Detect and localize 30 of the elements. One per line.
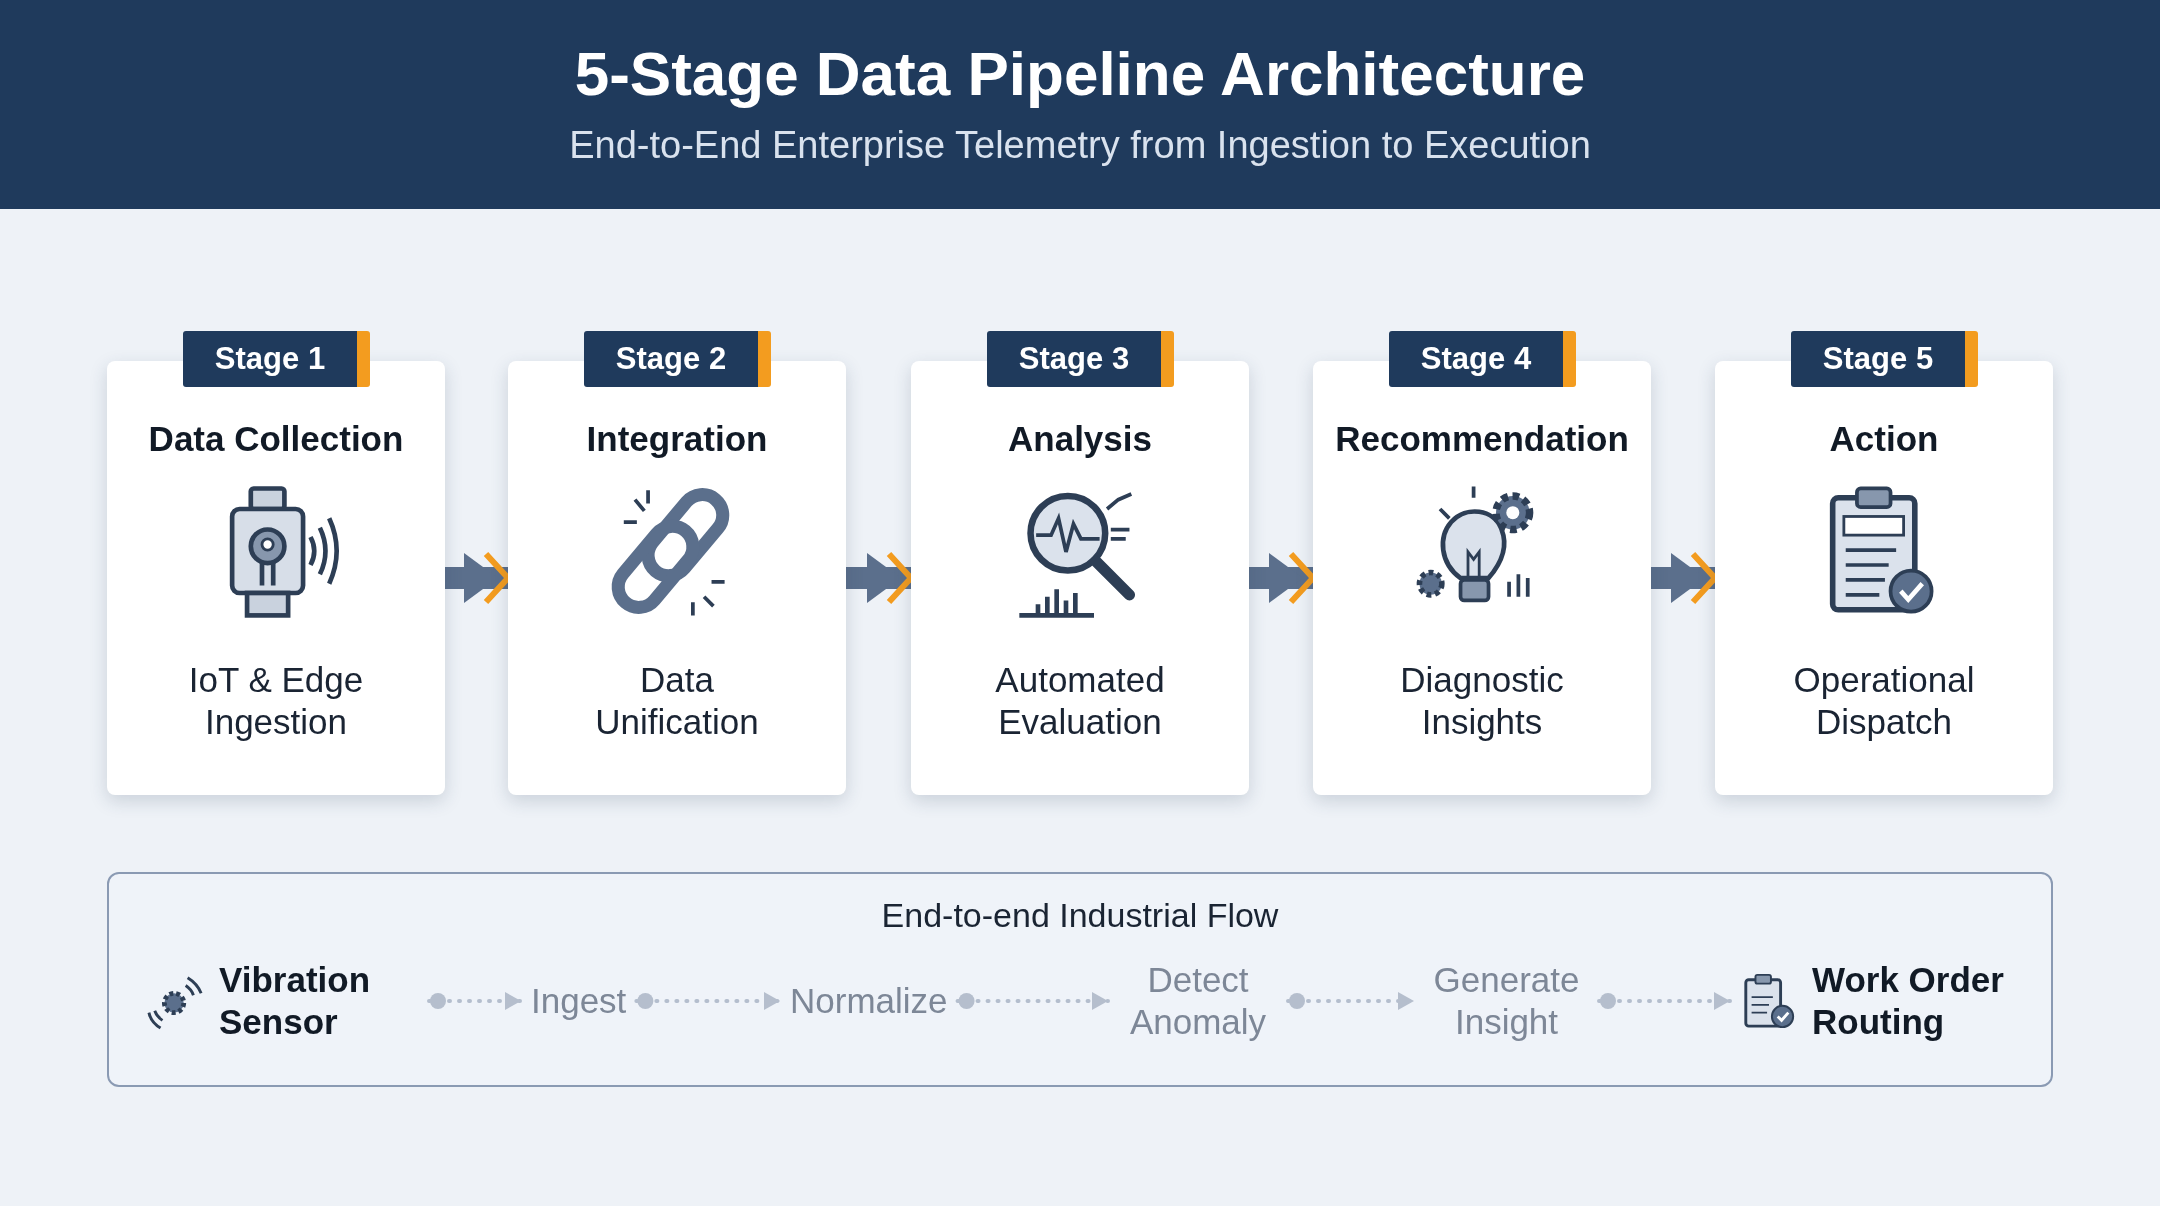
arrow [634,992,782,1010]
stage-title: Integration [585,419,769,459]
stage-description: Diagnostic Insights [1399,659,1565,743]
flow-step-label: Detect Anomaly [1128,959,1268,1043]
flow-step-label: Normalize [790,980,948,1022]
flow-panel [107,872,2053,1087]
stage-title: Data Collection [147,419,405,459]
stage-tab: Stage 2 [584,331,771,387]
flow-endpoint-label: Work Order Routing [1812,959,2005,1043]
arrow [1286,992,1416,1010]
subtitle: End-to-End Enterprise Telemetry from Ingestion to Execution [568,124,1592,167]
arrow [1597,992,1732,1010]
stage-tab: Stage 5 [1791,331,1978,387]
stage-tab: Stage 3 [987,331,1174,387]
stage-description: Operational Dispatch [1792,659,1976,743]
flow-step-label: Ingest [531,980,627,1022]
title: 5-Stage Data Pipeline Architecture [573,38,1587,109]
stage-title: Recommendation [1334,419,1630,459]
flow-step-label: Generate Insight [1432,959,1581,1043]
flow-endpoint-label: Vibration Sensor [219,959,372,1043]
stage-tab: Stage 4 [1389,331,1576,387]
stage-tab: Stage 1 [183,331,370,387]
stage-title: Analysis [1007,419,1153,459]
panel-heading: End-to-end Industrial Flow [880,896,1280,935]
arrow [427,992,523,1010]
arrow [955,992,1110,1010]
stage-description: Data Unification [594,659,760,743]
stage-description: IoT & Edge Ingestion [187,659,365,743]
stage-title: Action [1828,419,1940,459]
stage-description: Automated Evaluation [994,659,1166,743]
